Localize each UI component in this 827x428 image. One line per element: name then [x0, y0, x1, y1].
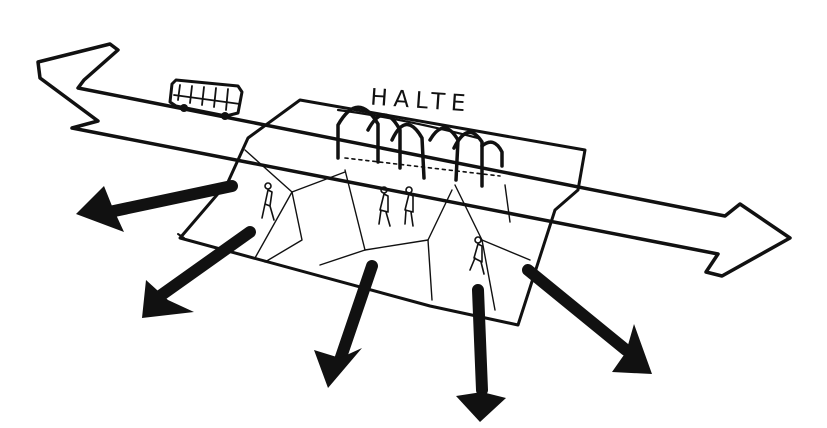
plaza [177, 98, 587, 327]
pedestrian-icon [469, 236, 485, 275]
arrow-down-2 [456, 284, 506, 422]
arrow-down [314, 260, 378, 388]
pedestrian-icon [261, 182, 275, 221]
radiating-arrows [76, 180, 652, 422]
stop-canopy [336, 105, 504, 188]
pedestrian-icon [404, 186, 414, 227]
bus-icon [168, 78, 244, 120]
road-arrow [36, 42, 792, 278]
arrow-left [76, 180, 238, 232]
arrow-down-right [522, 264, 652, 374]
halte-label: HALTE [369, 85, 472, 118]
pedestrian-icon [378, 186, 391, 227]
arrow-down-left [142, 226, 256, 318]
